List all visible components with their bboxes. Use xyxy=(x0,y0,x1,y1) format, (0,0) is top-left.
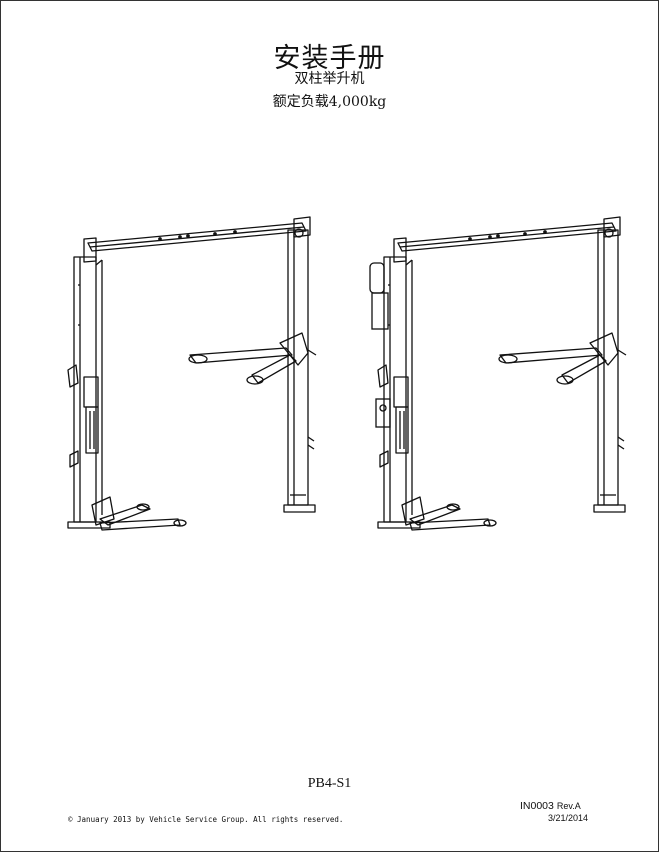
lift-illustration xyxy=(67,216,627,531)
lift-drawing-standard xyxy=(67,216,317,531)
lift-drawing-with-power-unit xyxy=(369,216,627,531)
copyright-notice: © January 2013 by Vehicle Service Group.… xyxy=(68,815,344,824)
document-number-value: IN0003 xyxy=(520,800,554,812)
revision-label: Rev.A xyxy=(556,801,581,811)
capacity-rating: 额定负载4,000kg xyxy=(272,94,387,110)
document-title: 安装手册 xyxy=(273,43,386,74)
model-code: PB4-S1 xyxy=(307,776,352,791)
revision-date: 3/21/2014 xyxy=(548,813,589,823)
document-subtitle: 双柱举升机 xyxy=(294,71,365,87)
